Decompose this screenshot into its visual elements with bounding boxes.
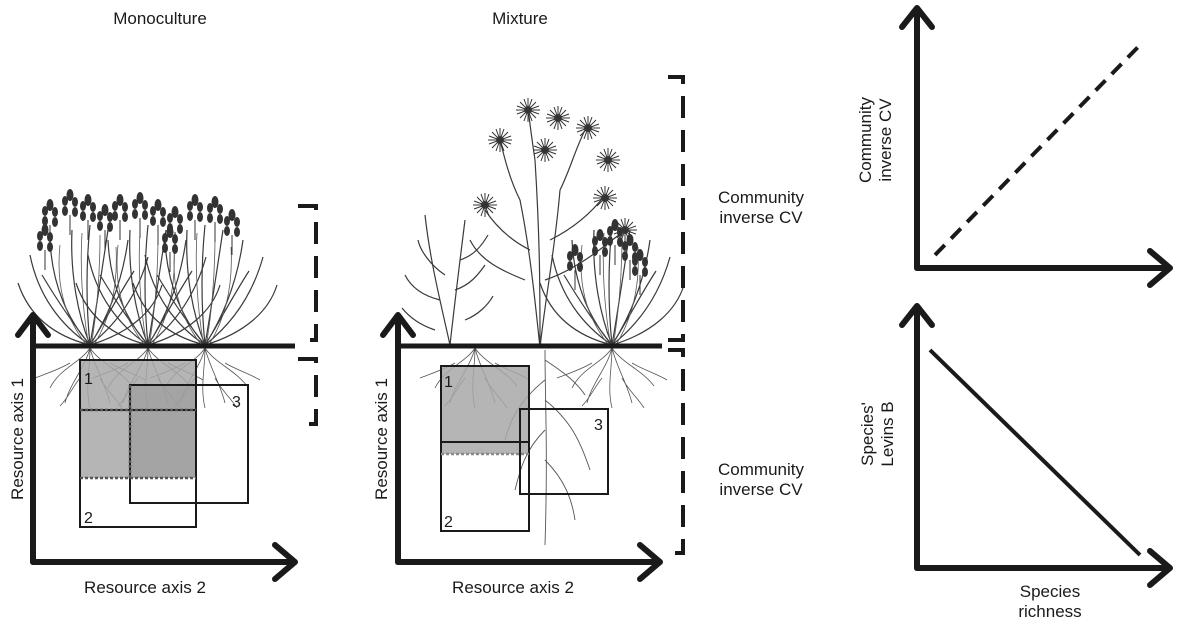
top-plot-y-axis-label: Community inverse CV bbox=[856, 97, 895, 183]
mono-y-axis-label: Resource axis 1 bbox=[8, 378, 27, 500]
mono-niche-label-3: 3 bbox=[232, 394, 241, 411]
mono-bracket bbox=[298, 204, 318, 426]
mix-axes bbox=[380, 312, 663, 582]
bottom-plot-x-axis-label: Species richness bbox=[1018, 582, 1082, 621]
niche-overlap-shading bbox=[80, 360, 196, 478]
increasing-trend-line bbox=[933, 43, 1142, 257]
decreasing-trend-line bbox=[928, 348, 1142, 557]
niche-box-3 bbox=[129, 384, 249, 504]
mix-niche-label-2: 2 bbox=[444, 514, 453, 531]
grass-tuft-illustration bbox=[17, 188, 278, 346]
mono-niche-label-1: 1 bbox=[84, 371, 93, 388]
mixture-title: Mixture bbox=[492, 9, 548, 28]
niche-box-3 bbox=[519, 408, 609, 495]
upper-bracket-label: Community inverse CV bbox=[718, 188, 804, 227]
lower-bracket-label: Community inverse CV bbox=[718, 460, 804, 499]
mono-axes bbox=[15, 312, 298, 582]
mix-y-axis-label: Resource axis 1 bbox=[372, 378, 391, 500]
monoculture-panel bbox=[15, 188, 298, 582]
mono-niche-label-2: 2 bbox=[84, 510, 93, 527]
niche-box-2 bbox=[440, 441, 530, 532]
mix-x-axis-label: Resource axis 2 bbox=[452, 578, 574, 597]
niche-overlap-shading bbox=[441, 366, 529, 454]
bottom-right-plot bbox=[899, 303, 1173, 588]
mixture-panel bbox=[380, 97, 685, 582]
monoculture-title: Monoculture bbox=[113, 9, 207, 28]
mono-x-axis-label: Resource axis 2 bbox=[84, 578, 206, 597]
bottom-plot-y-axis-label: Species' Levins B bbox=[858, 401, 897, 467]
mix-bracket bbox=[668, 75, 685, 555]
mix-niche-label-3: 3 bbox=[594, 417, 603, 434]
mixed-plants-illustration bbox=[401, 97, 685, 349]
top-right-plot bbox=[899, 5, 1173, 288]
mix-niche-label-1: 1 bbox=[444, 374, 453, 391]
